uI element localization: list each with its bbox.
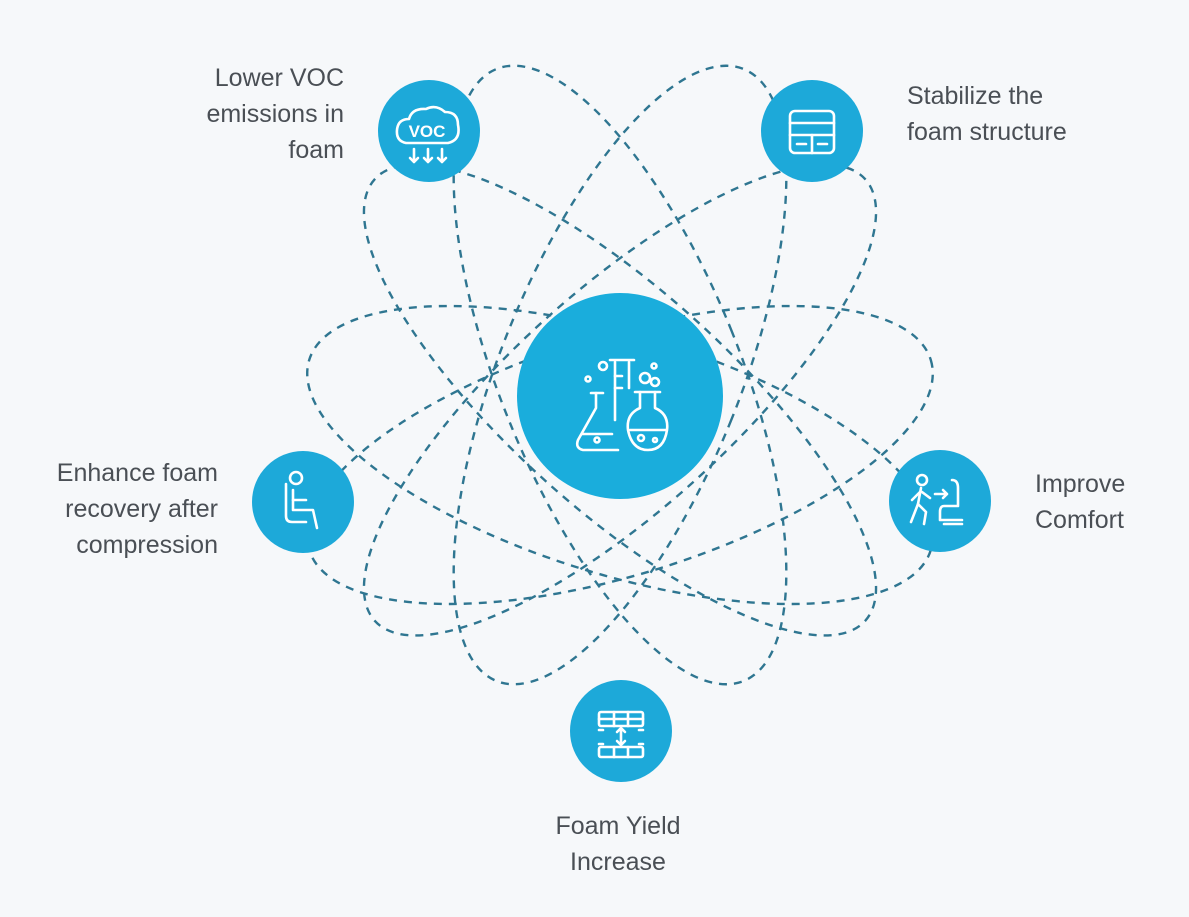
label-stabilize: Stabilize the foam structure (907, 82, 1067, 146)
orbit-ellipse-diagonal-b (362, 163, 878, 637)
node-voc: VOC (378, 80, 480, 182)
person-seat-comfort-icon (909, 473, 964, 526)
voc-icon-text: VOC (409, 122, 446, 141)
orbit-ellipse-diagonal-a (362, 163, 878, 637)
orbit-ellipse-vertical-a (452, 64, 788, 686)
lab-flasks-icon (575, 358, 669, 452)
node-stabilize (761, 80, 863, 182)
node-recovery (252, 451, 354, 553)
layered-structure-icon (788, 109, 836, 155)
node-comfort (889, 450, 991, 552)
foam-compression-icon (597, 710, 645, 759)
seated-person-icon (284, 470, 319, 530)
label-recovery: Enhance foam recovery after compression (56, 459, 218, 559)
node-yield (570, 680, 672, 782)
label-yield: Foam Yield Increase (555, 812, 681, 876)
voc-cloud-icon: VOC (395, 105, 460, 164)
center-node (517, 293, 723, 499)
label-voc: Lower VOC emissions in foam (206, 64, 344, 164)
orbit-ellipse-vertical-b (452, 64, 788, 686)
label-comfort: Improve Comfort (1035, 470, 1126, 534)
